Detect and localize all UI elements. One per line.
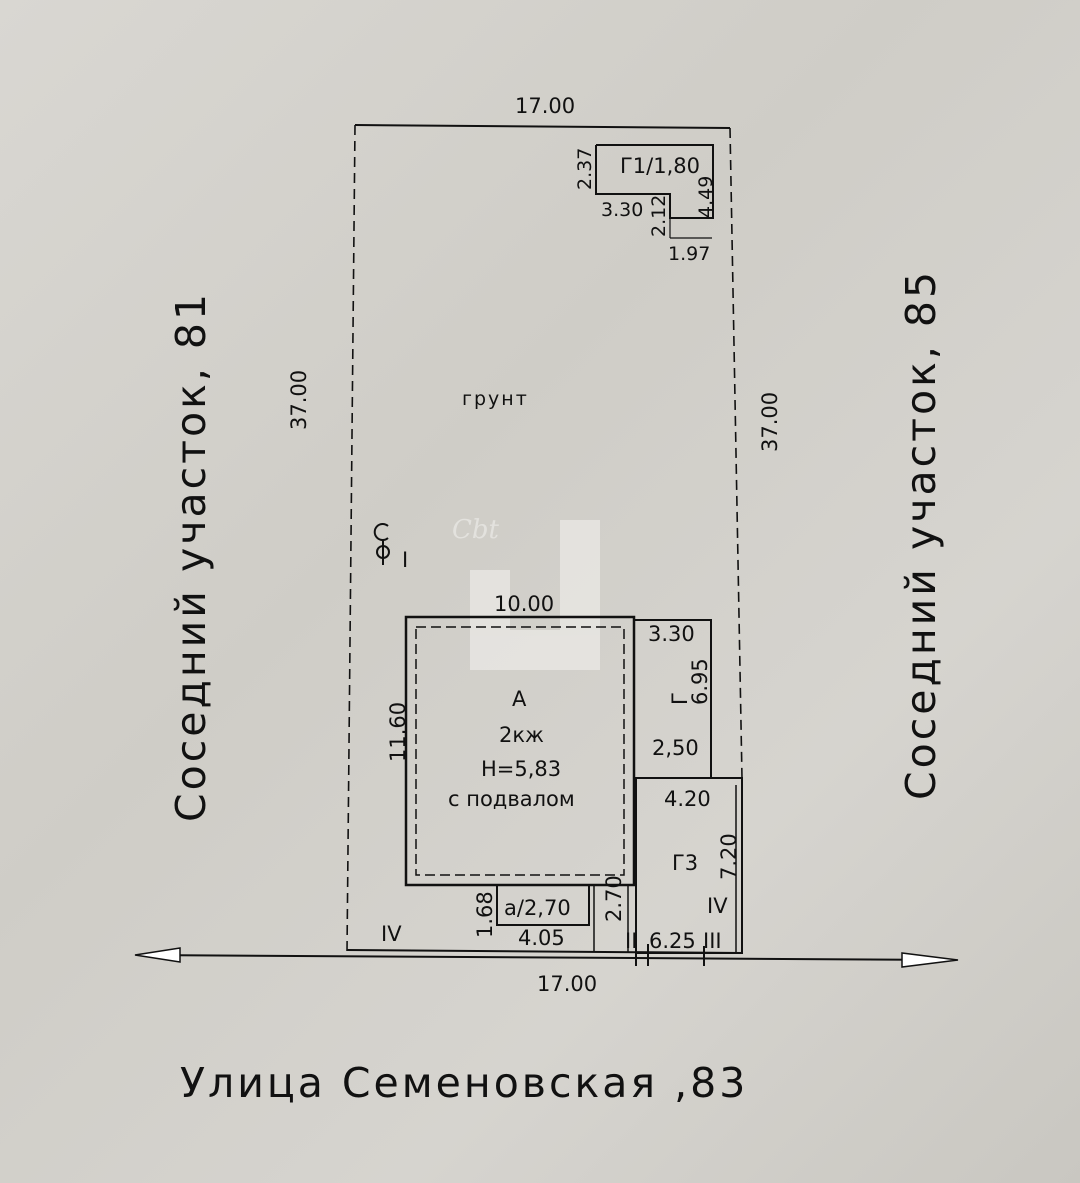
fence-ii: II [625, 929, 637, 953]
shed-g1-d4: 4.49 [695, 176, 717, 218]
plot-width-top: 17.00 [515, 94, 575, 118]
street-axis-arrow [134, 947, 959, 968]
house-depth: 11.60 [386, 702, 410, 762]
porch-gap: 2.70 [602, 875, 626, 922]
house-height: Н=5,83 [481, 757, 561, 781]
well-icon [373, 523, 390, 565]
fence-ticks [635, 944, 705, 966]
ground-label: грунт [462, 388, 529, 410]
shed-g1-d3: 2.12 [648, 195, 670, 237]
shed-g1-d1: 2.37 [574, 148, 596, 190]
well-label: I [402, 548, 408, 572]
left-neighbor-label: Соседний участок, 81 [167, 291, 215, 822]
garage-g-depth: 6.95 [688, 658, 712, 705]
house-floors: 2кж [499, 723, 544, 747]
svg-text:Cbt: Cbt [452, 515, 500, 545]
porch-width: 4.05 [518, 926, 565, 950]
shed-g1-label: Г1/1,80 [620, 154, 700, 178]
shed-g1-d2: 3.30 [601, 199, 643, 221]
fence-iii: III [703, 929, 722, 953]
porch-label: а/2,70 [504, 896, 571, 920]
plot-length-left: 37.00 [287, 370, 311, 430]
plot-width-bottom: 17.00 [537, 972, 597, 996]
garage-g3-width: 4.20 [664, 787, 711, 811]
fence-iv-left: IV [381, 922, 402, 946]
right-neighbor-label: Соседний участок, 85 [897, 269, 945, 800]
street-label: Улица Семеновская ,83 [180, 1059, 748, 1107]
watermark-logo: Cbt [452, 515, 600, 670]
house-basement: с подвалом [448, 787, 575, 811]
house-width: 10.00 [494, 592, 554, 616]
garage-g-label: Г [668, 692, 692, 705]
house-letter: А [512, 687, 527, 711]
shed-g1-d5: 1.97 [668, 243, 710, 265]
plot-boundary [346, 124, 743, 953]
garage-g3-label: Г3 [672, 851, 698, 875]
fence-segment: 6.25 [649, 929, 696, 953]
porch-depth: 1.68 [473, 891, 497, 938]
garage-g3-depth: 7.20 [717, 833, 741, 880]
fence-iv-right: IV [707, 894, 728, 918]
garage-g3 [635, 777, 743, 954]
porch-a [496, 884, 629, 952]
garage-g-height: 2,50 [652, 736, 699, 760]
garage-g-width: 3.30 [648, 622, 695, 646]
plot-length-right: 37.00 [758, 392, 782, 452]
